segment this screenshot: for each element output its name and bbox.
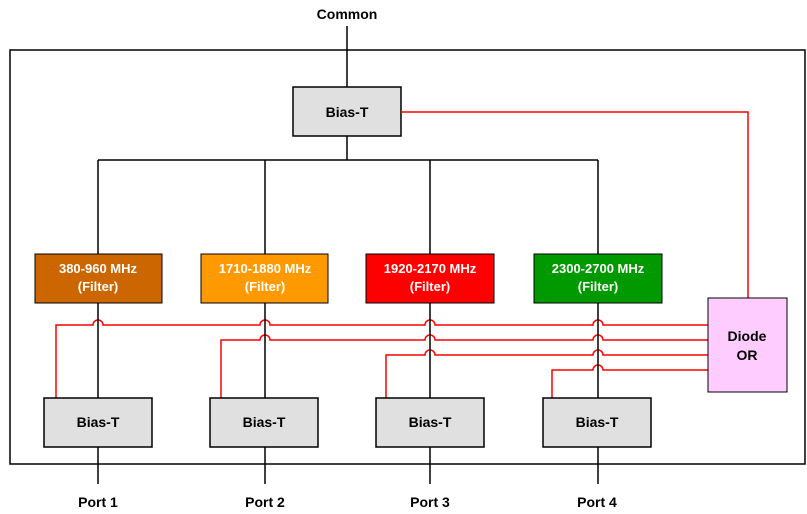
dc-line-top-to-diode (401, 111, 749, 298)
dc-line-port-1 (55, 319, 708, 398)
filter-1-box (34, 253, 163, 304)
filter-4-band: 2300-2700 MHz (552, 261, 645, 276)
diode-or-line1: Diode (728, 328, 767, 344)
filter-1: 380-960 MHz (Filter) (34, 253, 163, 304)
filter-2: 1710-1880 MHz (Filter) (200, 253, 329, 304)
dc-line-port-3 (385, 349, 708, 398)
rf-splitter-tree (97, 136, 599, 254)
filter-4: 2300-2700 MHz (Filter) (533, 253, 663, 304)
filter-4-box (533, 253, 663, 304)
filter-2-box (200, 253, 329, 304)
dc-lines-ports-to-diode (55, 319, 708, 398)
top-bias-t-box (292, 86, 402, 137)
filter-4-type: (Filter) (578, 279, 618, 294)
port-3-label: Port 3 (410, 494, 450, 510)
rf-filter-to-bias-lines (97, 303, 599, 398)
top-bias-t-label: Bias-T (326, 104, 369, 120)
diode-or-box (707, 297, 788, 393)
filter-3-box (365, 253, 495, 304)
filter-3-type: (Filter) (410, 279, 450, 294)
port-1-bias-t: Bias-T (43, 397, 153, 448)
common-label: Common (317, 6, 378, 22)
port-2-label: Port 2 (245, 494, 285, 510)
dc-line-port-2 (220, 334, 708, 398)
port-3-bias-t: Bias-T (375, 397, 485, 448)
port-4-label: Port 4 (577, 494, 617, 510)
port-1-label: Port 1 (78, 494, 118, 510)
diode-or-line2: OR (737, 347, 758, 363)
filter-2-type: (Filter) (245, 279, 285, 294)
enclosure (9, 49, 806, 465)
filter-3-band: 1920-2170 MHz (384, 261, 477, 276)
port-3-bias-t-label: Bias-T (409, 414, 452, 430)
port-2-bias-t: Bias-T (209, 397, 319, 448)
port-2-bias-t-label: Bias-T (243, 414, 286, 430)
port-4-bias-t-label: Bias-T (576, 414, 619, 430)
dc-line-port-4 (551, 364, 708, 398)
filter-1-band: 380-960 MHz (59, 261, 138, 276)
port-4-bias-t: Bias-T (542, 397, 652, 448)
filter-1-type: (Filter) (78, 279, 118, 294)
port-output-lines (97, 447, 599, 484)
filter-3: 1920-2170 MHz (Filter) (365, 253, 495, 304)
port-1-bias-t-label: Bias-T (77, 414, 120, 430)
filter-2-band: 1710-1880 MHz (219, 261, 312, 276)
